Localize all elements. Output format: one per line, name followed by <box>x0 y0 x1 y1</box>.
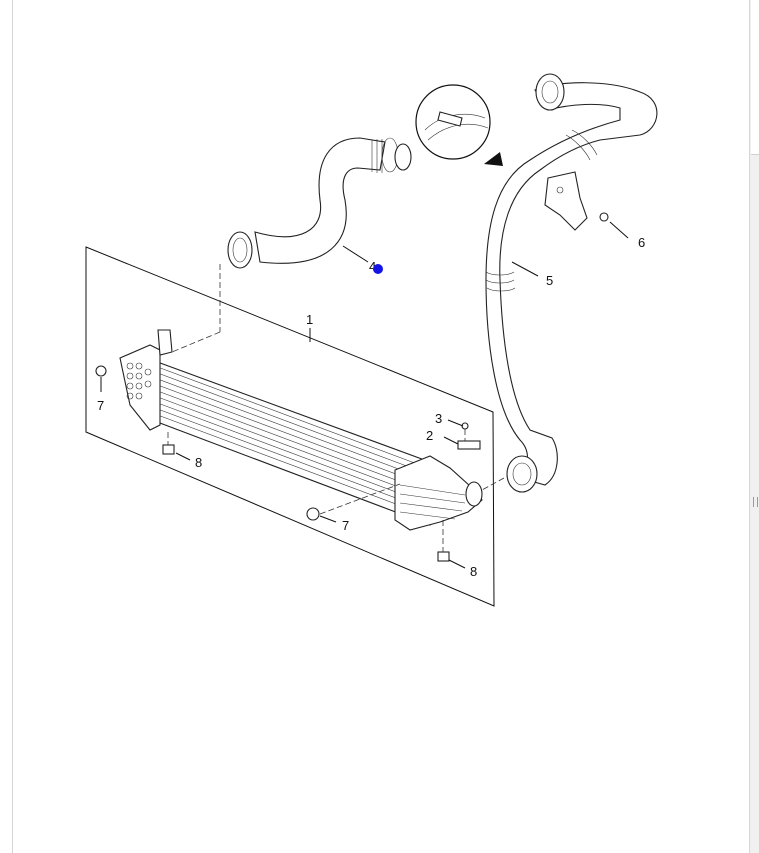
leader-lines <box>100 221 629 569</box>
scrollbar-thumb[interactable] <box>751 0 759 155</box>
fasteners <box>95 212 609 562</box>
callout-8-right: 8 <box>470 564 477 579</box>
left-divider <box>12 0 13 853</box>
callout-3: 3 <box>435 411 442 426</box>
intercooler-core <box>119 329 483 531</box>
scrollbar-grip-icon <box>753 497 758 507</box>
callout-7-center: 7 <box>342 518 349 533</box>
assembly-frame <box>85 246 495 607</box>
callout-6: 6 <box>638 235 645 250</box>
direction-arrow-icon <box>484 152 503 166</box>
install-guides <box>167 264 505 552</box>
hose-5 <box>485 73 658 493</box>
callout-7-left: 7 <box>97 398 104 413</box>
callout-2: 2 <box>426 428 433 443</box>
callout-5: 5 <box>546 273 553 288</box>
hose-4 <box>227 137 412 269</box>
callout-1: 1 <box>306 312 313 327</box>
detail-inset <box>415 84 503 166</box>
callout-4: 4 <box>369 259 376 274</box>
vertical-scrollbar[interactable] <box>749 0 759 853</box>
callout-8-left: 8 <box>195 455 202 470</box>
selection-marker-icon[interactable] <box>373 264 383 274</box>
